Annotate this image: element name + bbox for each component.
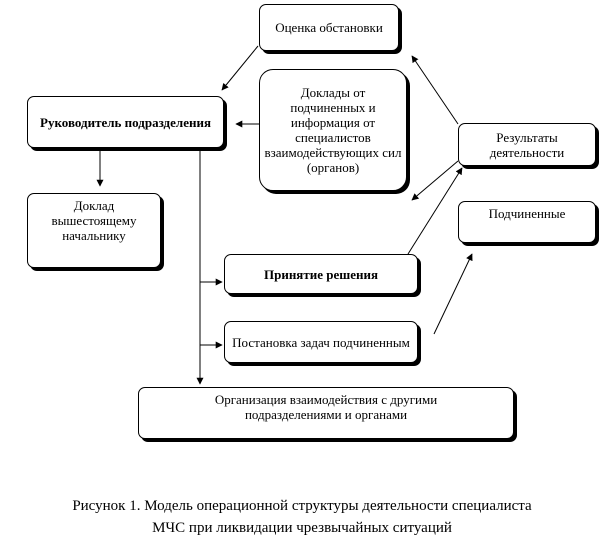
box-head-label: Руководитель подразделения	[40, 114, 211, 130]
arrow-results-to-assessment	[411, 55, 459, 125]
box-reports: Доклады от подчиненных и информация от с…	[259, 69, 407, 191]
arrow-results-to-reports	[411, 160, 459, 201]
box-assessment: Оценка обстановки	[259, 4, 399, 51]
box-report-superior-label: Доклад вышестоящему начальнику	[51, 198, 137, 243]
box-tasks: Постановка задач подчиненным	[224, 321, 418, 363]
box-results-label: Результаты деятельности	[489, 129, 565, 160]
box-report-superior: Доклад вышестоящему начальнику	[27, 193, 161, 268]
box-organization: Организация взаимодействия с другими под…	[138, 387, 514, 439]
box-results: Результаты деятельности	[458, 123, 596, 166]
box-subordinates-label: Подчиненные	[488, 206, 566, 221]
box-head: Руководитель подразделения	[27, 96, 224, 148]
box-assessment-label: Оценка обстановки	[275, 20, 383, 35]
arrow-assessment-to-head	[221, 45, 259, 91]
box-decision-label: Принятие решения	[263, 266, 378, 282]
arrow-decision-to-results	[407, 167, 463, 255]
box-organization-label: Организация взаимодействия с другими под…	[214, 392, 438, 422]
box-subordinates: Подчиненные	[458, 201, 596, 243]
box-reports-label: Доклады от подчиненных и информация от с…	[264, 85, 402, 175]
arrow-tasks-to-subordinates	[433, 253, 473, 335]
figure-caption-line-2: МЧС при ликвидации чрезвычайных ситуаций	[152, 520, 452, 536]
figure-caption-line-1: Рисунок 1. Модель операционной структуры…	[72, 498, 532, 514]
box-decision: Принятие решения	[224, 254, 418, 294]
box-tasks-label: Постановка задач подчиненным	[232, 334, 410, 350]
